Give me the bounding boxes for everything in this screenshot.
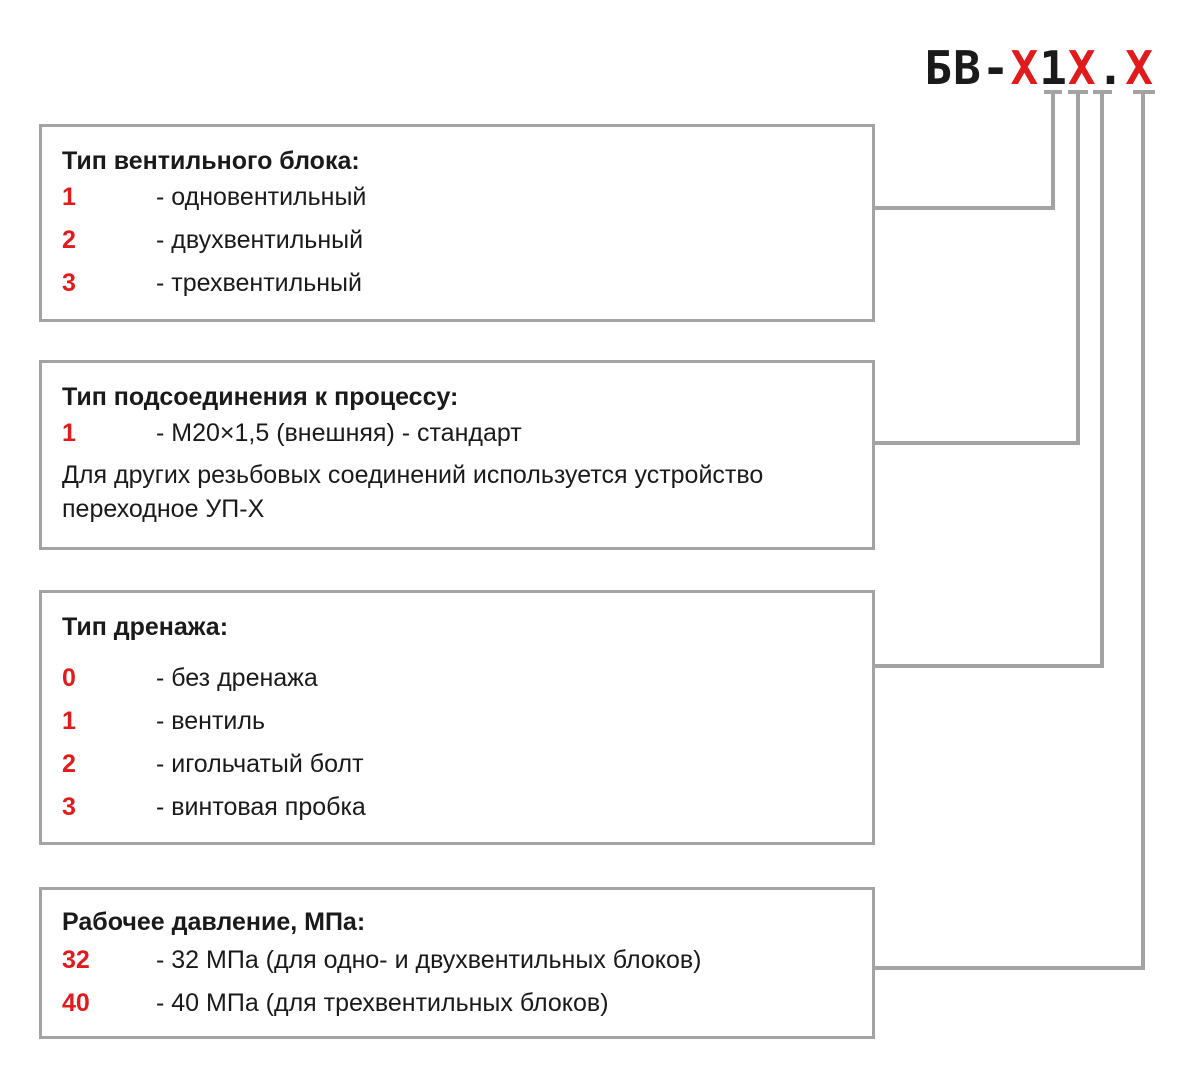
option-code: 3 xyxy=(62,269,76,297)
option-code: 1 xyxy=(62,183,76,211)
working-pressure-box: Рабочее давление, МПа: 32 - 32 МПа (для … xyxy=(39,887,875,1039)
option-description: - вентиль xyxy=(156,707,266,735)
option-code: 1 xyxy=(62,707,76,735)
option-description: - одновентильный xyxy=(156,183,367,211)
option-description: - винтовая пробка xyxy=(156,793,366,821)
option-code: 2 xyxy=(62,750,76,778)
drain-type-box: Тип дренажа: 0 - без дренажа 1 - вентиль… xyxy=(39,590,875,845)
option-code: 32 xyxy=(62,946,90,974)
model-code-fixed-digit: 1 xyxy=(1039,41,1068,95)
model-code-position-4: X xyxy=(1125,41,1154,95)
process-connection-type-box: Тип подсоединения к процессу: 1 - М20×1,… xyxy=(39,360,875,550)
connector-box2 xyxy=(875,92,1080,445)
connector-box3 xyxy=(875,92,1104,668)
option-description: - трехвентильный xyxy=(156,269,362,297)
connection-note: Для других резьбовых соединений использу… xyxy=(62,461,764,523)
option-code: 3 xyxy=(62,793,76,821)
model-code-position-1: X xyxy=(1010,41,1040,95)
model-code-position-3: X xyxy=(1067,41,1097,95)
option-description: - М20×1,5 (внешняя) - стандарт xyxy=(156,419,522,447)
model-code: БВ-X1X.X xyxy=(924,40,1154,96)
option-code: 1 xyxy=(62,419,76,447)
process-connection-type-title: Тип подсоединения к процессу: xyxy=(62,383,459,411)
model-code-dot: . xyxy=(1096,41,1126,95)
option-description: - двухвентильный xyxy=(156,226,364,254)
valve-block-type-box: Тип вентильного блока: 1 - одновентильны… xyxy=(39,124,875,322)
valve-block-type-title: Тип вентильного блока: xyxy=(62,147,360,175)
option-description: - 40 МПа (для трехвентильных блоков) xyxy=(156,989,609,1017)
option-code: 40 xyxy=(62,989,90,1017)
model-code-prefix: БВ- xyxy=(924,41,1011,95)
option-code: 2 xyxy=(62,226,76,254)
connector-box1 xyxy=(875,92,1055,210)
option-description: - игольчатый болт xyxy=(156,750,364,778)
working-pressure-title: Рабочее давление, МПа: xyxy=(62,908,366,936)
option-code: 0 xyxy=(62,664,76,692)
option-description: - без дренажа xyxy=(156,664,318,692)
connector-box4 xyxy=(875,92,1145,970)
option-description: - 32 МПа (для одно- и двухвентильных бло… xyxy=(156,946,702,974)
drain-type-title: Тип дренажа: xyxy=(62,613,229,641)
